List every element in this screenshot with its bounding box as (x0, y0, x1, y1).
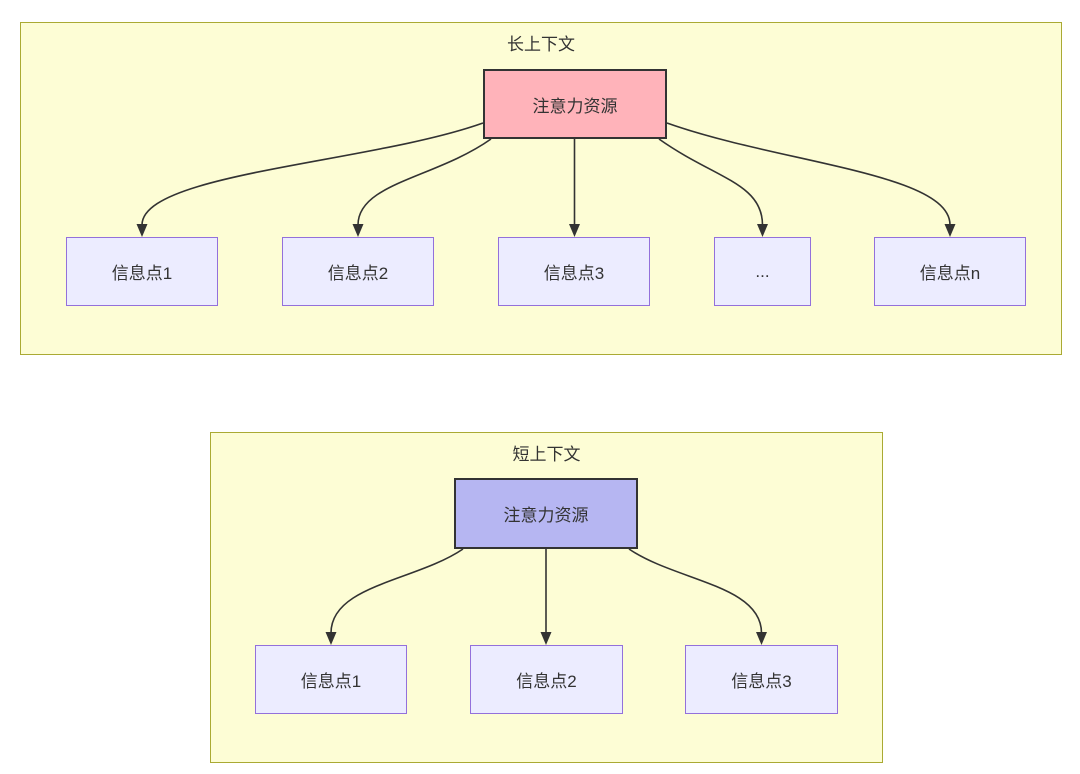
short-context-cluster: 短上下文 注意力资源 信息点1 信息点2 信息点3 (210, 432, 883, 763)
edge-long-2 (357, 138, 492, 226)
attention-node-long: 注意力资源 (483, 69, 667, 139)
info-node-long-ellipsis: ... (714, 237, 811, 306)
info-node-short-3: 信息点3 (685, 645, 838, 714)
arrowhead-icon (352, 224, 364, 237)
arrowhead-icon (325, 632, 337, 645)
arrowhead-icon (136, 224, 148, 237)
info-node-long-1: 信息点1 (66, 237, 218, 306)
edge-long-4 (658, 138, 764, 226)
arrowhead-icon (757, 224, 768, 237)
arrowhead-icon (569, 224, 580, 237)
arrowhead-icon (540, 632, 552, 645)
arrowhead-icon (756, 632, 767, 645)
long-context-edges (136, 122, 956, 237)
edge-long-5 (666, 122, 951, 226)
info-node-short-2: 信息点2 (470, 645, 623, 714)
long-context-cluster: 长上下文 注意力资源 信息点1 信息点2 信息点3 ... 信息点n (20, 22, 1062, 355)
info-node-long-3: 信息点3 (498, 237, 650, 306)
edge-long-1 (141, 122, 484, 226)
arrowhead-icon (944, 224, 956, 237)
info-node-short-1: 信息点1 (255, 645, 407, 714)
info-node-long-n: 信息点n (874, 237, 1026, 306)
edge-short-1 (330, 548, 464, 634)
edge-short-3 (628, 548, 763, 634)
short-context-edges (325, 548, 767, 645)
info-node-long-2: 信息点2 (282, 237, 434, 306)
attention-node-short: 注意力资源 (454, 478, 638, 549)
